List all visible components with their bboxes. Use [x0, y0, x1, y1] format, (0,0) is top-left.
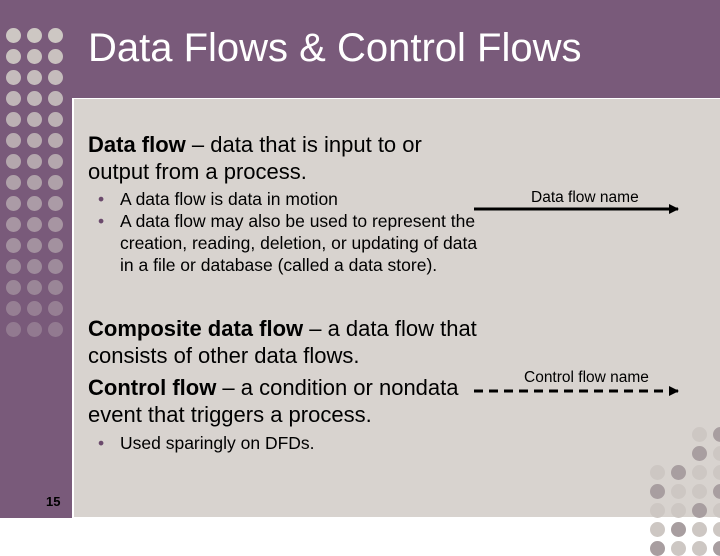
data-flow-definition-text: – data that is input to or output from a… — [88, 132, 422, 184]
composite-flow-term: Composite data flow — [88, 316, 304, 341]
slide: Data Flows & Control Flows Data flow – d… — [0, 0, 720, 540]
control-flow-bullet-list: Used sparingly on DFDs. — [98, 432, 315, 454]
bullet-item: Used sparingly on DFDs. — [98, 432, 315, 454]
decorative-dot — [692, 541, 707, 556]
data-flow-definition: Data flow – data that is input to or out… — [88, 131, 468, 185]
composite-flow-definition-text: – a data flow that consists of other dat… — [88, 316, 477, 368]
decorative-dot — [713, 541, 720, 556]
control-flow-definition: Control flow – a condition or nondata ev… — [88, 374, 498, 428]
title-band — [0, 0, 720, 98]
control-flow-term: Control flow — [88, 375, 217, 400]
composite-flow-definition: Composite data flow – a data flow that c… — [88, 315, 478, 369]
data-flow-arrow-label: Data flow name — [531, 189, 639, 206]
control-flow-definition-text: – a condition or nondata event that trig… — [88, 375, 459, 427]
left-band — [0, 0, 72, 518]
data-flow-bullet-list: A data flow is data in motion A data flo… — [98, 188, 482, 276]
decorative-dot — [671, 541, 686, 556]
slide-number: 15 — [46, 494, 61, 509]
data-flow-term: Data flow — [88, 132, 186, 157]
bullet-item: A data flow is data in motion — [98, 188, 482, 210]
slide-title: Data Flows & Control Flows — [88, 26, 582, 70]
decorative-dot — [650, 541, 665, 556]
control-flow-arrow-label: Control flow name — [524, 369, 649, 386]
flow-arrows — [474, 204, 679, 396]
bullet-item: A data flow may also be used to represen… — [98, 210, 482, 276]
